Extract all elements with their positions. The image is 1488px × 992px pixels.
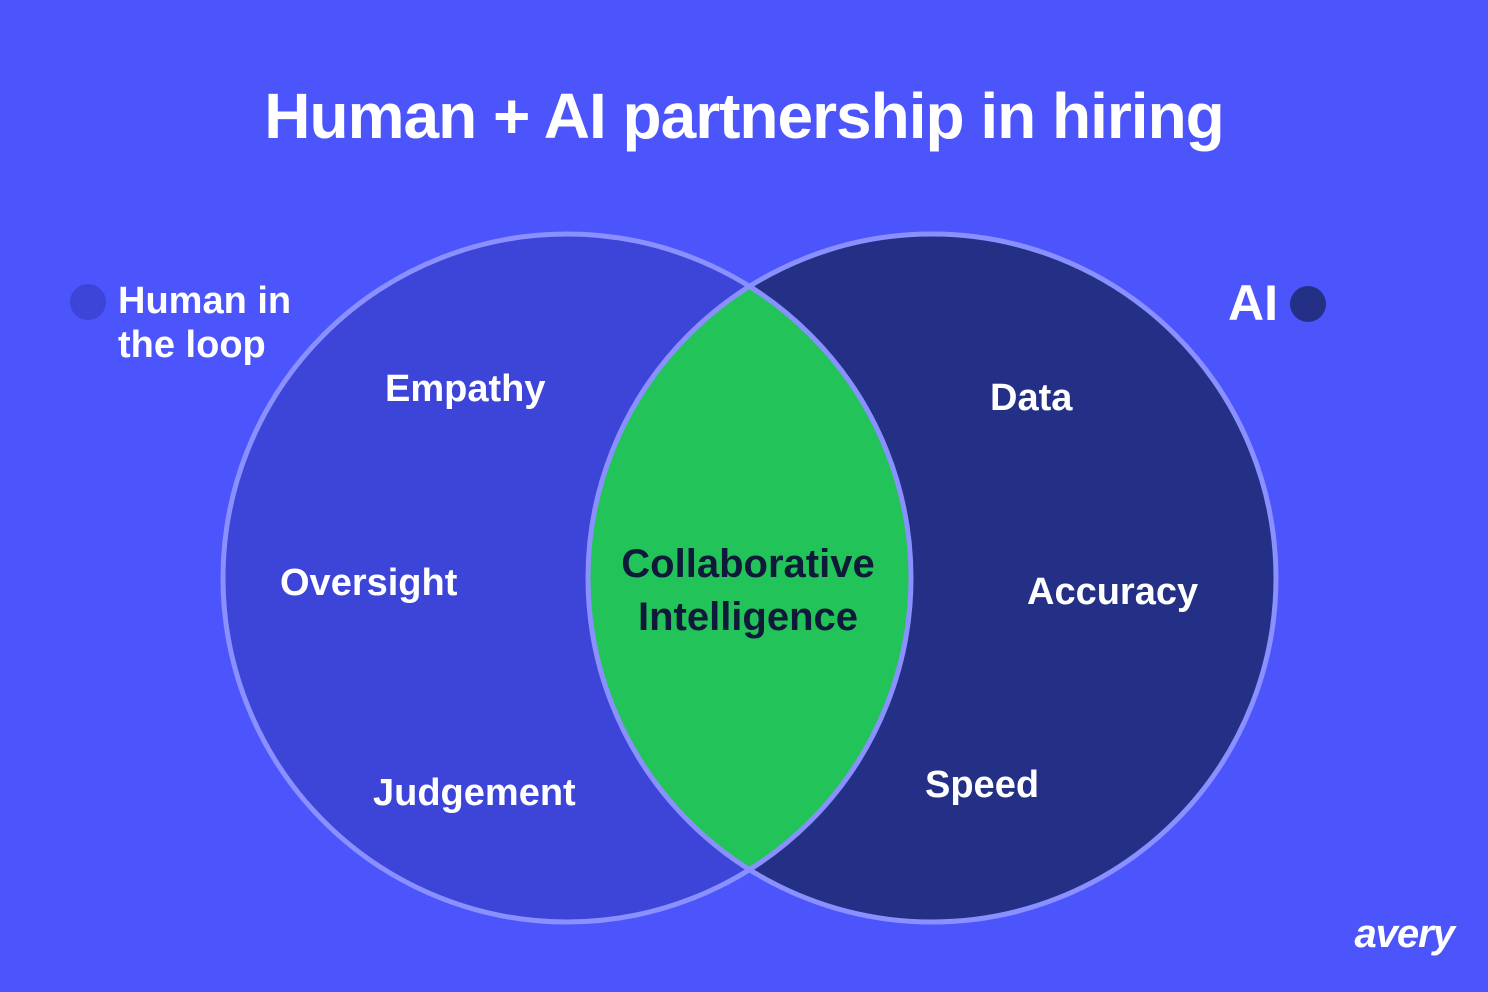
- brand-logo: avery: [1354, 912, 1455, 956]
- legend-human: Human in the loop: [70, 280, 291, 367]
- legend-human-label: Human in the loop: [118, 280, 291, 367]
- human-circle-outline: [220, 231, 914, 925]
- legend-human-line1: Human in: [118, 280, 292, 322]
- legend-human-dot: [70, 284, 106, 320]
- ai-item-speed: Speed: [925, 764, 1040, 806]
- human-item-judgement: Judgement: [373, 772, 576, 814]
- legend-ai-label: AI: [1228, 275, 1278, 331]
- overlap-label-line2: Intelligence: [637, 594, 859, 639]
- diagram-title: Human + AI partnership in hiring: [264, 80, 1225, 152]
- human-item-empathy: Empathy: [385, 368, 546, 410]
- legend-ai: AI: [1228, 276, 1326, 331]
- overlap-label: Collaborative Intelligence: [588, 538, 908, 644]
- overlap-label-line1: Collaborative: [621, 542, 875, 586]
- legend-ai-dot: [1290, 285, 1326, 322]
- human-item-oversight: Oversight: [280, 562, 458, 604]
- ai-circle-outline: [585, 231, 1279, 925]
- ai-item-data: Data: [990, 377, 1073, 419]
- ai-item-accuracy: Accuracy: [1027, 571, 1199, 613]
- overlap-region: [588, 234, 911, 922]
- legend-human-line2: the loop: [118, 323, 266, 366]
